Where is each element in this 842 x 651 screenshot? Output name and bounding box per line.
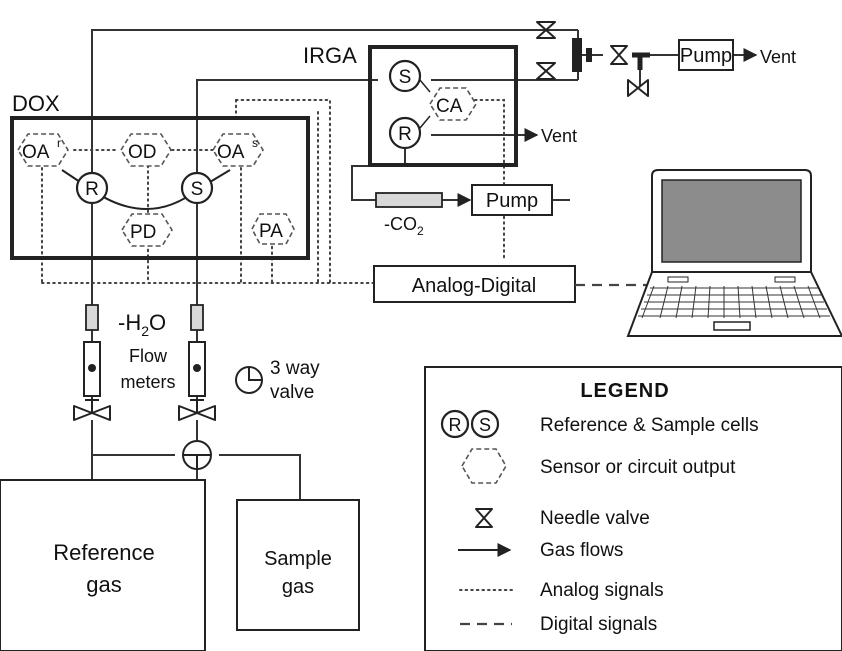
sensor-oas: OA s — [212, 133, 264, 167]
svg-text:Sensor or circuit output: Sensor or circuit output — [540, 457, 736, 478]
sensor-pa: PA — [251, 213, 295, 245]
three-way-valve-icon — [235, 366, 263, 394]
svg-text:OA: OA — [22, 142, 50, 163]
svg-text:Reference: Reference — [53, 540, 155, 565]
svg-text:s: s — [252, 136, 258, 150]
legend-gas-row: Gas flows — [458, 540, 623, 561]
svg-text:Analog signals: Analog signals — [540, 580, 664, 601]
sensor-pd: PD — [121, 213, 173, 247]
flow-meters-label-2: meters — [120, 372, 175, 392]
flow-meter-sample — [188, 341, 206, 397]
svg-text:S: S — [191, 179, 204, 200]
needle-valve-reference — [73, 399, 111, 421]
h2o-label: -H2O — [118, 310, 166, 339]
legend-cells-row: R S Reference & Sample cells — [440, 409, 759, 439]
svg-text:S: S — [399, 67, 412, 88]
vent-top-label: Vent — [760, 47, 796, 67]
three-way-label-2: valve — [270, 382, 314, 403]
svg-text:gas: gas — [282, 576, 314, 598]
reference-gas-tank: Reference gas — [0, 479, 206, 651]
manifold-block — [572, 38, 582, 72]
irga-sample-cell: S — [388, 59, 422, 93]
sensor-od: OD — [120, 133, 172, 167]
flow-meters-label-1: Flow — [129, 346, 168, 366]
dox-sample-cell: S — [180, 171, 214, 205]
vent-irga-label: Vent — [541, 126, 577, 146]
sensor-oar: OA r — [17, 133, 69, 167]
svg-text:gas: gas — [86, 572, 121, 597]
irga-box — [368, 45, 518, 167]
legend-needle-row: Needle valve — [475, 508, 650, 529]
sensor-ca: CA — [429, 87, 477, 121]
needle-valve-top-2 — [536, 62, 556, 80]
svg-text:OD: OD — [128, 142, 157, 163]
sample-gas-tank: Sample gas — [236, 499, 360, 631]
laptop-icon — [626, 169, 842, 337]
svg-text:R: R — [398, 124, 412, 145]
svg-text:Digital signals: Digital signals — [540, 614, 657, 635]
svg-text:PD: PD — [130, 222, 156, 243]
needle-valve-top-1 — [536, 21, 556, 39]
irga-label: IRGA — [303, 43, 357, 68]
needle-valve-top-3 — [610, 45, 628, 65]
svg-text:Analog-Digital: Analog-Digital — [412, 275, 537, 297]
three-way-valve — [182, 440, 212, 470]
needle-valve-sample — [178, 399, 216, 421]
dox-reference-cell: R — [75, 171, 109, 205]
svg-text:Gas flows: Gas flows — [540, 540, 623, 561]
legend-analog-row: Analog signals — [459, 580, 664, 601]
three-way-label-1: 3 way — [270, 358, 320, 379]
drier-sample — [190, 304, 204, 331]
legend-sensor-row: Sensor or circuit output — [461, 448, 736, 484]
irga-reference-cell: R — [388, 116, 422, 150]
svg-text:R: R — [449, 415, 462, 435]
analog-signal-lines — [41, 99, 505, 284]
gas-flow-lines — [91, 29, 758, 500]
svg-text:R: R — [85, 179, 99, 200]
svg-text:OA: OA — [217, 142, 245, 163]
co2-scrubber — [375, 192, 443, 208]
svg-text:Sample: Sample — [264, 548, 332, 570]
svg-text:Needle valve: Needle valve — [540, 508, 650, 529]
needle-valve-top-4 — [627, 79, 649, 97]
flow-meter-reference — [83, 341, 101, 397]
dox-box — [10, 116, 310, 260]
svg-text:Reference & Sample cells: Reference & Sample cells — [540, 415, 759, 436]
analog-digital-converter: Analog-Digital — [373, 265, 576, 303]
svg-text:CA: CA — [436, 96, 463, 117]
svg-text:Pump: Pump — [486, 190, 538, 212]
legend-title: Legend — [580, 380, 669, 402]
svg-text:S: S — [479, 415, 491, 435]
dox-label: DOX — [12, 91, 60, 116]
legend-digital-row: Digital signals — [460, 614, 657, 635]
pump-mid: Pump — [471, 184, 553, 216]
drier-reference — [85, 304, 99, 331]
svg-text:Pump: Pump — [680, 45, 732, 67]
co2-label: -CO2 — [384, 214, 424, 238]
svg-text:r: r — [57, 136, 61, 150]
svg-text:PA: PA — [259, 221, 283, 242]
pump-top: Pump — [678, 39, 734, 71]
legend: Legend R S Reference & Sample cells Sens… — [424, 366, 842, 651]
